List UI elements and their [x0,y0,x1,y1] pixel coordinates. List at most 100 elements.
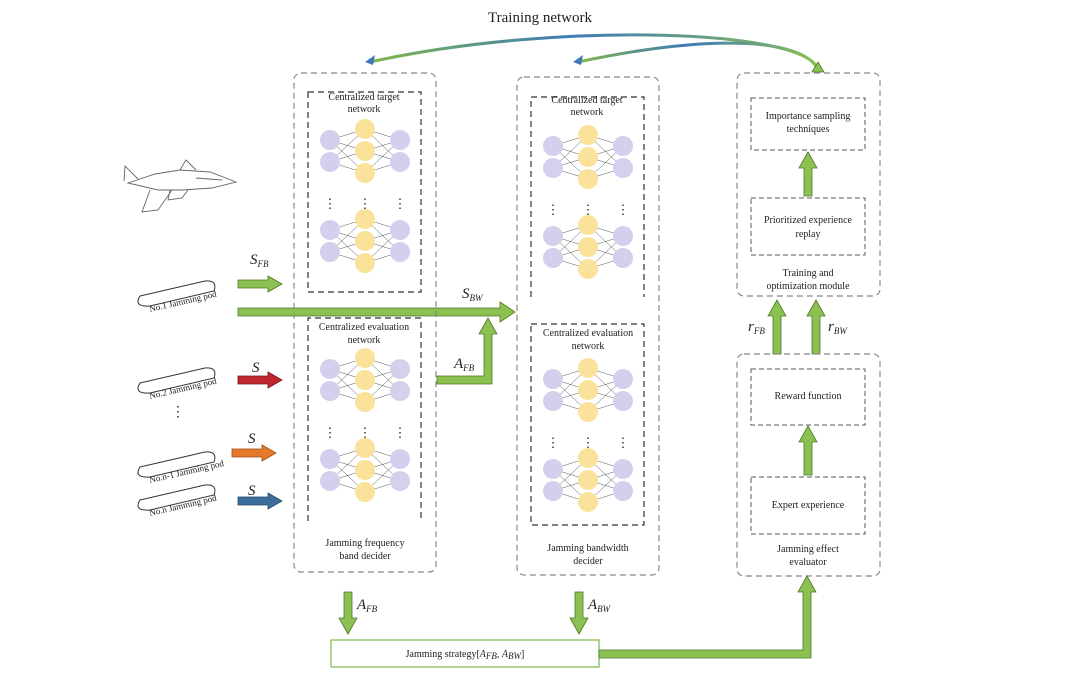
r-bw-label: rBW [828,319,848,336]
jamming-pod-n-1: No.n-1 Jamming pod [137,451,225,485]
bw-eval-network-lower-output-neuron [613,481,633,501]
bw-decider-box [516,76,660,576]
reward-function-box [750,368,866,426]
s-bw-label: SBW [462,286,484,303]
bw-target-network-lower-hidden-neuron [578,237,598,257]
jamming-pod-2: No.2 Jamming pod [137,367,218,401]
jamming-strategy-box [330,639,600,668]
reward-function-text: Reward function [775,391,842,402]
bw-target-network-lower-output-neuron [613,248,633,268]
fb-eval-network-lower-output-neuron [390,471,410,491]
bw-target-network-lower-input-neuron [543,248,563,268]
r-bw-arrow [806,299,826,355]
fb-eval-network: ⋮⋮⋮ [320,348,410,502]
fb-target-network-lower-hidden-neuron [355,231,375,251]
bw-target-network-upper-hidden-neuron [578,147,598,167]
r-fb-label: rFB [748,319,765,336]
evaluator-caption-1: Jamming effect [777,544,839,555]
bw-target-title-1: Centralized target [551,95,622,106]
expert-to-reward-arrow [798,425,818,476]
bw-eval-network-upper-input-neuron [543,369,563,389]
bw-eval-network-lower-hidden-neuron [578,492,598,512]
fb-eval-network-box [307,317,422,521]
s-arrow-pod-n-1 [231,444,277,462]
fb-eval-network-ellipsis: ⋮ [394,425,407,440]
expert-experience-box [750,476,866,535]
bw-eval-network-ellipsis: ⋮ [547,435,560,450]
replay-to-sampling-arrow [798,151,818,197]
feedback-origin-head [811,61,825,73]
a-bw-bottom-label: ABW [587,597,612,614]
fighter-jet-icon [123,159,238,213]
fb-target-network-upper-input-neuron [320,152,340,172]
prioritized-replay-text-1: Prioritized experience [764,215,853,226]
bw-eval-network-upper-hidden-neuron [578,380,598,400]
prioritized-replay-box [750,197,866,256]
fb-target-network-ellipsis: ⋮ [359,196,372,211]
fb-eval-network-lower-input-neuron [320,471,340,491]
fb-target-network-upper-hidden-neuron [355,119,375,139]
s-fb-arrow [237,275,283,293]
bw-target-network-ellipsis: ⋮ [617,202,630,217]
s-arrow-pod-2 [237,371,283,389]
evaluator-box [736,353,881,577]
fb-target-title-1: Centralized target [328,92,399,103]
s-arrow-pod-n [237,492,283,510]
bw-target-network-lower-hidden-neuron [578,215,598,235]
fb-target-network-upper-output-neuron [390,130,410,150]
training-network-title: Training network [488,10,593,26]
bw-eval-title-2: network [572,341,605,352]
jamming-pod-1: No.1 Jamming pod [137,280,218,314]
evaluator-caption-2: evaluator [789,557,827,568]
expert-experience-text: Expert experience [772,500,845,511]
prioritized-replay-text-2: replay [796,229,821,240]
pod-1-label: No.1 Jamming pod [148,289,218,314]
fb-eval-network-ellipsis: ⋮ [359,425,372,440]
feedback-curve-to-bw [577,41,820,71]
bw-eval-network-ellipsis: ⋮ [582,435,595,450]
fb-eval-network-upper-hidden-neuron [355,392,375,412]
bw-caption-1: Jamming bandwidth [547,543,628,554]
strategy-to-evaluator-arrow [598,575,817,659]
fb-target-network-upper-hidden-neuron [355,141,375,161]
s-label-pod-n: S [248,483,256,499]
bw-target-title-2: network [571,107,604,118]
jamming-pod-n: No.n Jamming pod [137,484,218,518]
fb-eval-network-upper-output-neuron [390,381,410,401]
importance-sampling-text-1: Importance sampling [766,111,851,122]
bw-eval-network-lower-input-neuron [543,481,563,501]
fb-target-network-upper-output-neuron [390,152,410,172]
fb-target-network-upper-hidden-neuron [355,163,375,183]
bw-target-network-upper-hidden-neuron [578,169,598,189]
bw-eval-title-1: Centralized evaluation [543,328,633,339]
a-bw-down-arrow [569,591,589,635]
fb-eval-network-upper-output-neuron [390,359,410,379]
pod-n-label: No.n Jamming pod [148,493,218,518]
fb-target-network-lower-output-neuron [390,220,410,240]
fb-eval-network-upper-input-neuron [320,381,340,401]
fb-target-network-lower-output-neuron [390,242,410,262]
bw-eval-network-box [530,323,645,526]
s-bw-arrow [237,301,516,323]
fb-eval-network-lower-hidden-neuron [355,460,375,480]
bw-eval-network-upper-hidden-neuron [578,402,598,422]
importance-sampling-text-2: techniques [787,124,830,135]
bw-target-network-upper-output-neuron [613,136,633,156]
r-fb-arrow [767,299,787,355]
bw-eval-network-upper-input-neuron [543,391,563,411]
feedback-arrowhead-bw [573,55,583,65]
fb-target-network-lower-input-neuron [320,220,340,240]
importance-sampling-box [750,97,866,151]
training-module-box [736,72,881,297]
fb-decider-box [293,72,437,573]
pod-2-label: No.2 Jamming pod [148,376,218,401]
fb-target-title-2: network [348,104,381,115]
s-label-pod-2: S [252,360,260,376]
bw-target-network-upper-hidden-neuron [578,125,598,145]
bw-target-network-ellipsis: ⋮ [547,202,560,217]
bw-target-network-lower-output-neuron [613,226,633,246]
fb-eval-title-2: network [348,335,381,346]
bw-target-network-lower-input-neuron [543,226,563,246]
fb-target-network-ellipsis: ⋮ [324,196,337,211]
